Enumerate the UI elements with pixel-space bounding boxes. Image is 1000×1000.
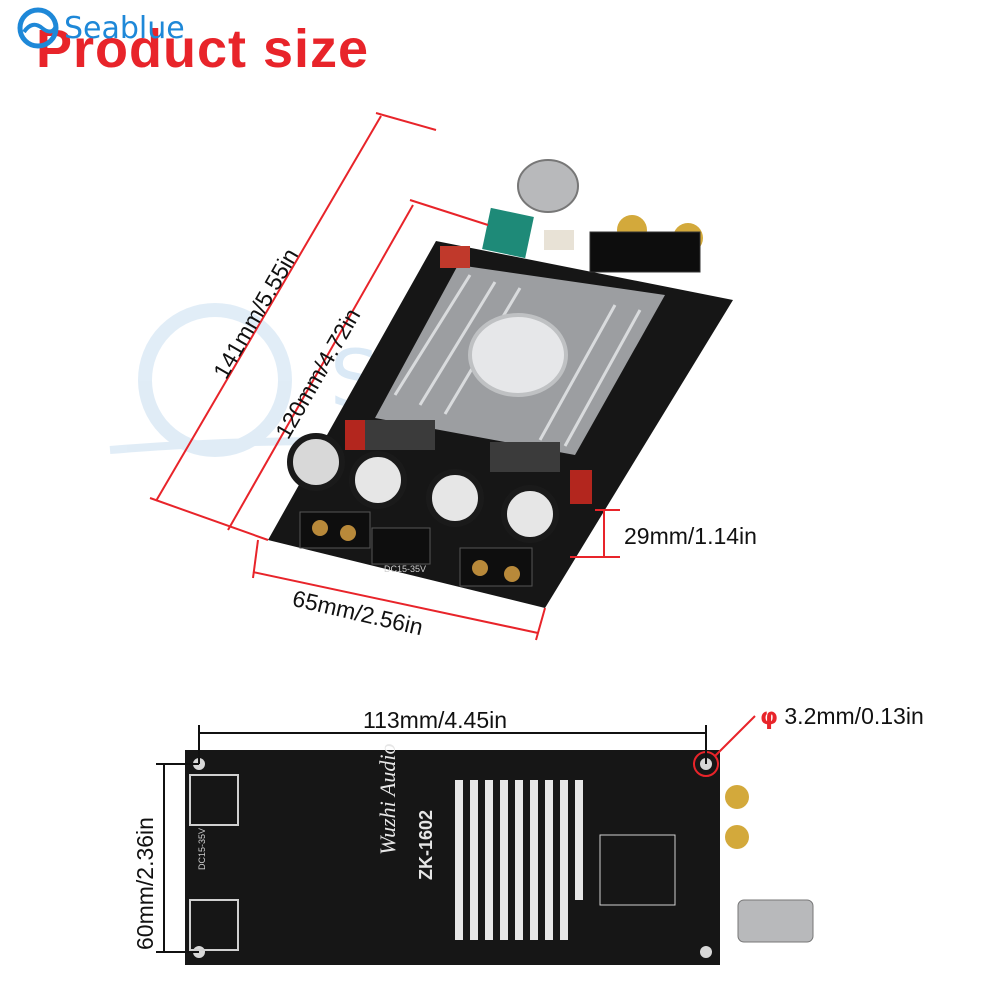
dim-line-120 xyxy=(227,204,414,531)
capacitor-4 xyxy=(501,485,559,543)
logo-text: Wuzhi Audio xyxy=(375,744,400,855)
model-text: ZK-1602 xyxy=(416,810,436,880)
silkscreen-power-top: DC15-35V xyxy=(384,564,426,574)
capacitor-3 xyxy=(426,469,484,527)
dim-line-65 xyxy=(252,571,539,634)
speaker-terminal-1 xyxy=(299,511,371,549)
film-cap-2 xyxy=(570,470,592,504)
explanation-panel xyxy=(599,834,676,906)
inductor-1 xyxy=(365,420,435,450)
brand-logo: Seablue xyxy=(16,6,185,50)
brand-name: Seablue xyxy=(64,10,185,46)
diameter-symbol: φ xyxy=(760,704,778,730)
connector-white xyxy=(544,230,574,250)
potentiometer xyxy=(482,207,534,259)
dip-switch xyxy=(440,246,470,268)
silkscreen-power-bottom: DC15-35V xyxy=(197,828,207,870)
capacitor-2 xyxy=(349,451,407,509)
power-terminal xyxy=(371,527,431,565)
dim-label-60: 60mm/2.36in xyxy=(132,817,158,950)
heatsink-fan-disc xyxy=(468,313,568,397)
volume-knob-side xyxy=(737,899,814,943)
hole-leader-line xyxy=(714,715,756,757)
page-title: Product size xyxy=(36,19,370,79)
dim-label-29: 29mm/1.14in xyxy=(624,523,757,549)
dim-line-141 xyxy=(155,115,382,502)
audio-input-block xyxy=(589,231,701,273)
inductor-2 xyxy=(490,442,560,472)
film-cap-1 xyxy=(345,420,367,450)
hole-diameter: 3.2mm/0.13in xyxy=(784,703,924,729)
dim-label-113: 113mm/4.45in xyxy=(363,707,508,733)
dim-label-hole: φ 3.2mm/0.13in xyxy=(760,703,924,730)
speaker-terminal-2 xyxy=(459,547,533,587)
speaker-pad-2 xyxy=(189,899,239,951)
capacitor-1 xyxy=(287,433,345,491)
volume-knob xyxy=(517,159,579,213)
wave-icon xyxy=(17,7,59,49)
pcb-board-bottom xyxy=(185,750,720,965)
speaker-pad-1 xyxy=(189,774,239,826)
